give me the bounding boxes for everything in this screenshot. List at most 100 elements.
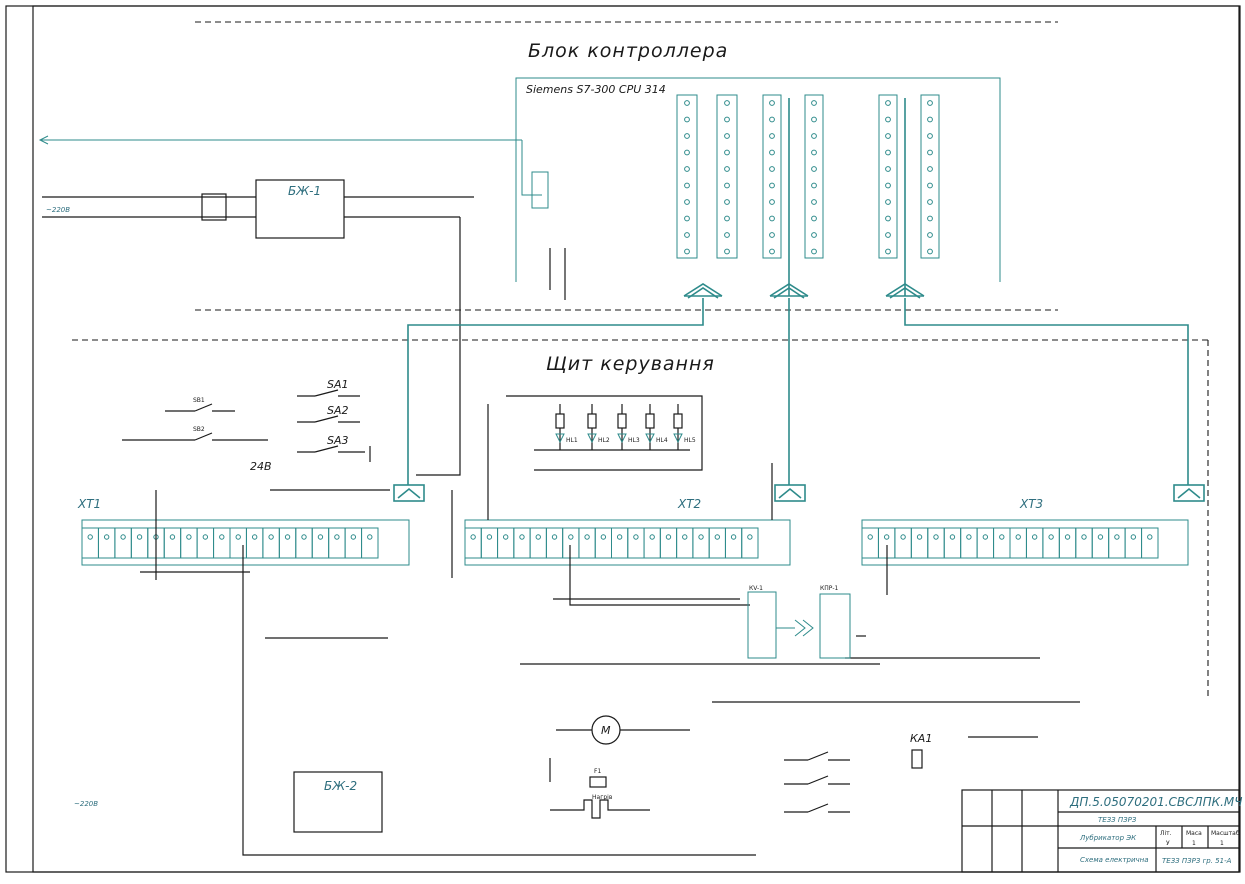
coupling-icon — [776, 619, 814, 637]
terminal-screw — [235, 534, 241, 540]
terminal-cell — [1058, 527, 1077, 559]
terminal-cell — [497, 527, 515, 559]
switch-lower-2 — [784, 775, 850, 785]
terminal-cell — [545, 527, 564, 559]
bus-to-xt1 — [407, 298, 704, 485]
plc-pin — [811, 116, 817, 123]
dc-bus-down — [416, 217, 461, 476]
led-icon — [673, 433, 683, 444]
plc-pin — [811, 149, 817, 156]
xt2-terminals — [464, 527, 759, 559]
plc-pin — [724, 215, 730, 222]
led-icon — [617, 433, 627, 444]
plc-pin — [684, 248, 690, 255]
terminal-cell — [480, 527, 499, 559]
bus-to-xt3 — [904, 298, 1189, 485]
plc-pin — [927, 199, 933, 205]
plc-pin — [885, 116, 891, 123]
plc-pin — [724, 182, 730, 189]
terminal-screw — [120, 534, 126, 540]
terminal-cell — [943, 527, 962, 559]
plc-pin — [769, 232, 775, 238]
terminal-screw — [1130, 534, 1137, 540]
plc-pin — [885, 149, 891, 156]
xt1-strip-outline — [81, 519, 410, 566]
terminal-cell — [114, 527, 132, 559]
xt3-label: XT3 — [1019, 497, 1043, 511]
terminal-cell — [708, 527, 726, 559]
stamp-mass: Маса — [1186, 830, 1202, 837]
plc-pin — [927, 149, 933, 156]
terminal-cell — [1009, 527, 1027, 559]
terminal-cell — [130, 527, 149, 559]
lamp-label: HL3 — [628, 437, 640, 444]
plc-pin — [811, 133, 817, 139]
terminal-screw — [584, 534, 590, 540]
terminal-screw — [633, 534, 639, 540]
resistor-icon — [673, 413, 683, 429]
terminal-screw — [949, 534, 956, 540]
plc-pin — [927, 116, 933, 123]
xt2-label: XT2 — [677, 497, 701, 511]
xt2-to-kv1 — [569, 545, 750, 606]
plc-pin — [769, 199, 775, 205]
relay-ka1 — [911, 749, 923, 769]
terminal-screw — [519, 534, 525, 540]
stamp-lit: Літ. — [1160, 830, 1172, 837]
stamp-scale: Масштаб — [1211, 830, 1240, 837]
plc-pin — [927, 166, 933, 172]
terminal-cell — [927, 527, 945, 559]
plc-pin — [684, 149, 690, 156]
plc-pin — [769, 133, 775, 139]
terminal-cell — [196, 527, 215, 559]
terminal-cell — [643, 527, 661, 559]
plc-pin — [769, 248, 775, 255]
plc-module-2 — [762, 94, 824, 259]
resistor-icon — [617, 413, 627, 429]
switch-sa1: SA1 — [297, 378, 360, 397]
plc-pin — [684, 133, 690, 139]
terminal-screw — [1114, 534, 1120, 540]
lamp-block-frame — [506, 395, 703, 471]
terminal-screw — [682, 534, 688, 540]
stamp-name: Лубрикатор ЭК — [1079, 834, 1137, 842]
title-block — [961, 789, 1240, 873]
plc-pin — [927, 215, 933, 222]
stamp-mass-val: 1 — [1192, 840, 1196, 847]
plc-pin — [885, 100, 891, 106]
plc-pin — [885, 182, 891, 189]
plc-pin — [885, 248, 891, 255]
terminal-cell — [594, 527, 613, 559]
plc-pin — [811, 166, 817, 172]
terminal-cell — [278, 527, 297, 559]
terminal-cell — [262, 527, 280, 559]
terminal-screw — [186, 534, 192, 540]
outer-frame — [5, 5, 1241, 873]
terminal-screw — [649, 534, 655, 540]
terminal-cell — [976, 527, 995, 559]
plc-pin — [927, 232, 933, 238]
stamp-row2: ТЕЗЗ ПЗРЗ — [1098, 816, 1137, 824]
terminal-screw — [730, 534, 737, 540]
terminal-screw — [219, 534, 225, 540]
terminal-cell — [578, 527, 596, 559]
terminal-screw — [535, 534, 541, 540]
led-icon — [645, 433, 655, 444]
terminal-cell — [676, 527, 694, 559]
plc-pin — [769, 149, 775, 156]
svg-text:М: М — [601, 724, 611, 737]
terminal-cell — [344, 527, 363, 559]
plc-pin — [885, 199, 891, 205]
plc-input-port — [531, 171, 549, 209]
terminal-screw — [103, 534, 110, 540]
terminal-cell — [1025, 527, 1044, 559]
plc-feed-line — [521, 140, 542, 196]
module-kpr1 — [819, 593, 851, 659]
terminal-cell — [1141, 527, 1159, 559]
terminal-screw — [698, 534, 704, 540]
terminal-screw — [966, 534, 972, 540]
plc-pin — [811, 182, 817, 189]
led-icon — [587, 433, 597, 444]
plc-pins — [684, 100, 933, 255]
